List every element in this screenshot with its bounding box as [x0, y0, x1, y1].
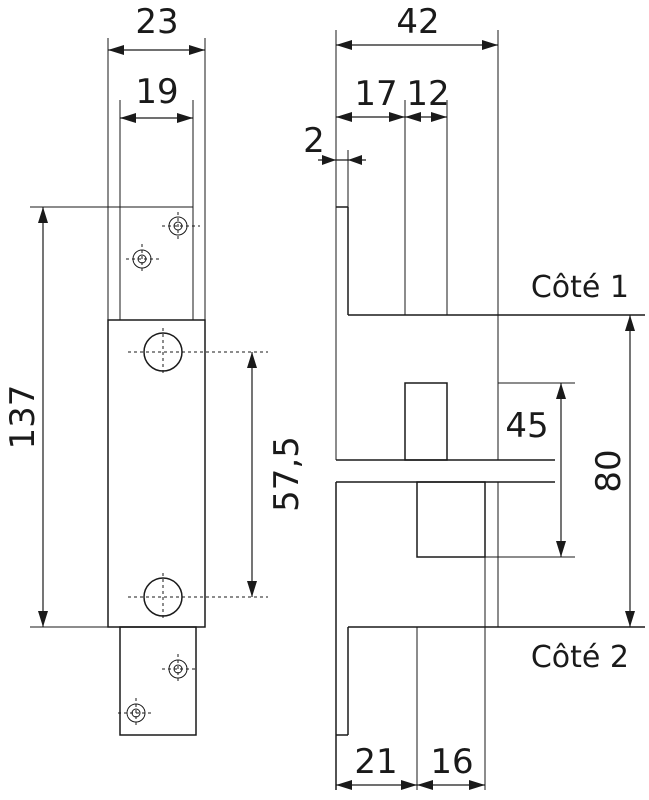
- dimension-label: 80: [589, 449, 629, 492]
- dimension-label: 19: [135, 72, 178, 112]
- dimension-label: 2: [303, 121, 325, 161]
- dimension-45: 45: [505, 383, 566, 557]
- side-1-label: Côté 1: [531, 270, 629, 305]
- strike-recess: [404, 382, 448, 461]
- mounting-hole: [128, 573, 268, 621]
- screw-hole: [118, 698, 154, 728]
- dimension-label: 57,5: [267, 436, 307, 512]
- dimension-19: 19: [120, 72, 193, 123]
- dimension-label: 21: [354, 742, 397, 782]
- dimension-23: 23: [108, 2, 205, 55]
- dimension-21: 21: [336, 742, 417, 790]
- screw-hole: [162, 212, 200, 242]
- dimension-57-5: 57,5: [247, 352, 307, 597]
- lock-body: [107, 319, 206, 628]
- dimension-label: 23: [135, 2, 178, 42]
- front-view: 23 19 137 57,5: [3, 2, 307, 736]
- lower-plate: [119, 626, 197, 736]
- mounting-hole: [128, 328, 268, 376]
- dimension-label: 42: [396, 2, 439, 42]
- screw-hole: [162, 654, 198, 684]
- dimension-12: 12: [405, 74, 450, 122]
- dimension-80: 80: [589, 315, 635, 627]
- dimension-2: 2: [303, 121, 366, 165]
- dimension-42: 42: [336, 2, 498, 50]
- dimension-137: 137: [3, 207, 48, 627]
- dimension-17: 17: [336, 74, 405, 122]
- screw-hole: [126, 244, 162, 274]
- side-2-label: Côté 2: [531, 640, 629, 675]
- dimension-label: 45: [505, 406, 548, 446]
- lower-recess: [416, 481, 486, 558]
- dimension-label: 12: [406, 74, 449, 114]
- side-view: 42 17 12 2 45: [303, 2, 645, 790]
- dimension-label: 17: [354, 74, 397, 114]
- dimension-label: 137: [3, 385, 43, 450]
- dimension-label: 16: [430, 742, 473, 782]
- dimension-16: 16: [417, 742, 485, 790]
